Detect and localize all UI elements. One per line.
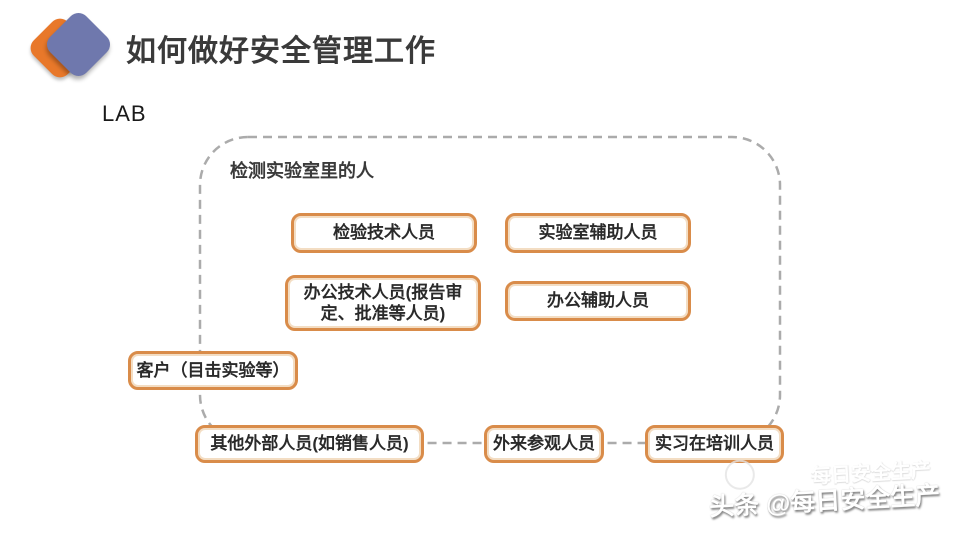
watermark: 每日安全生产 头条 @每日安全生产 <box>680 453 943 537</box>
slide-title: 如何做好安全管理工作 <box>126 35 436 68</box>
lab-label: LAB <box>102 101 147 126</box>
box-office-tech: 办公技术人员(报告审定、批准等人员) <box>285 275 481 331</box>
group-label: 检测实验室里的人 <box>230 161 374 181</box>
box-other-external: 其他外部人员(如销售人员) <box>195 425 424 463</box>
box-inspection-tech: 检验技术人员 <box>291 213 477 253</box>
box-visitors: 外来参观人员 <box>484 425 604 463</box>
box-customer: 客户（目击实验等） <box>128 351 298 390</box>
box-lab-assist: 实验室辅助人员 <box>505 213 691 253</box>
box-office-assist: 办公辅助人员 <box>505 281 691 321</box>
box-trainees: 实习在培训人员 <box>645 425 784 463</box>
